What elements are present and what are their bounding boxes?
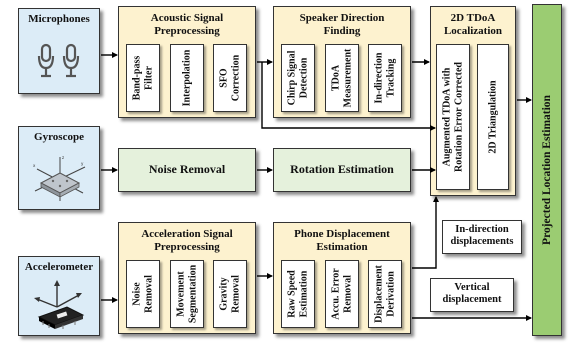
microphones-label: Microphones [28, 13, 90, 25]
acceleration-title-line1: Acceleration Signal [141, 228, 233, 240]
displacement-title-line2: Estimation [316, 240, 368, 253]
accelerometer-icon [34, 280, 85, 329]
acoustic-title-line1: Acoustic Signal [150, 12, 224, 24]
acceleration-title-line2: Preprocessing [154, 240, 220, 253]
acceleration-preprocessing-title: Acceleration Signal Preprocessing [119, 228, 255, 253]
svg-text:z: z [62, 155, 64, 160]
tdoa-title-line2: Localization [443, 24, 503, 37]
step-interpolation: Interpolation [170, 44, 204, 112]
svg-text:x: x [33, 163, 36, 168]
microphones-box: Microphones [18, 8, 100, 94]
gyroscope-icon: z y x [33, 155, 86, 201]
tdoa-title-line1: 2D TDoA [450, 12, 496, 24]
noise-removal-label: Noise Removal [148, 162, 226, 176]
acoustic-preprocessing-title: Acoustic Signal Preprocessing [119, 12, 255, 37]
rotation-estimation-label: Rotation Estimation [290, 162, 394, 176]
speaker-title-line2: Finding [323, 24, 361, 37]
accelerometer-label: Accelerometer [24, 261, 94, 273]
svg-text:y: y [81, 161, 84, 166]
speaker-title-line1: Speaker Direction [299, 12, 385, 24]
displacement-title-line1: Phone Displacement [294, 228, 390, 240]
rotation-estimation-box: Rotation Estimation [273, 148, 411, 192]
step-2d-triangulation: 2D Triangulation [477, 44, 509, 190]
gyroscope-box: Gyroscope z y x [18, 126, 100, 210]
tdoa-localization-title: 2D TDoA Localization [431, 12, 515, 37]
displacement-estimation-title: Phone Displacement Estimation [274, 228, 410, 253]
projected-location-box: Projected Location Estimation [532, 4, 562, 336]
speaker-direction-title: Speaker Direction Finding [274, 12, 410, 37]
microphone-icon [37, 43, 80, 78]
gyroscope-label: Gyroscope [34, 131, 84, 143]
noise-removal-box: Noise Removal [118, 148, 256, 192]
acoustic-title-line2: Preprocessing [154, 24, 220, 37]
accelerometer-box: Accelerometer [18, 256, 100, 336]
